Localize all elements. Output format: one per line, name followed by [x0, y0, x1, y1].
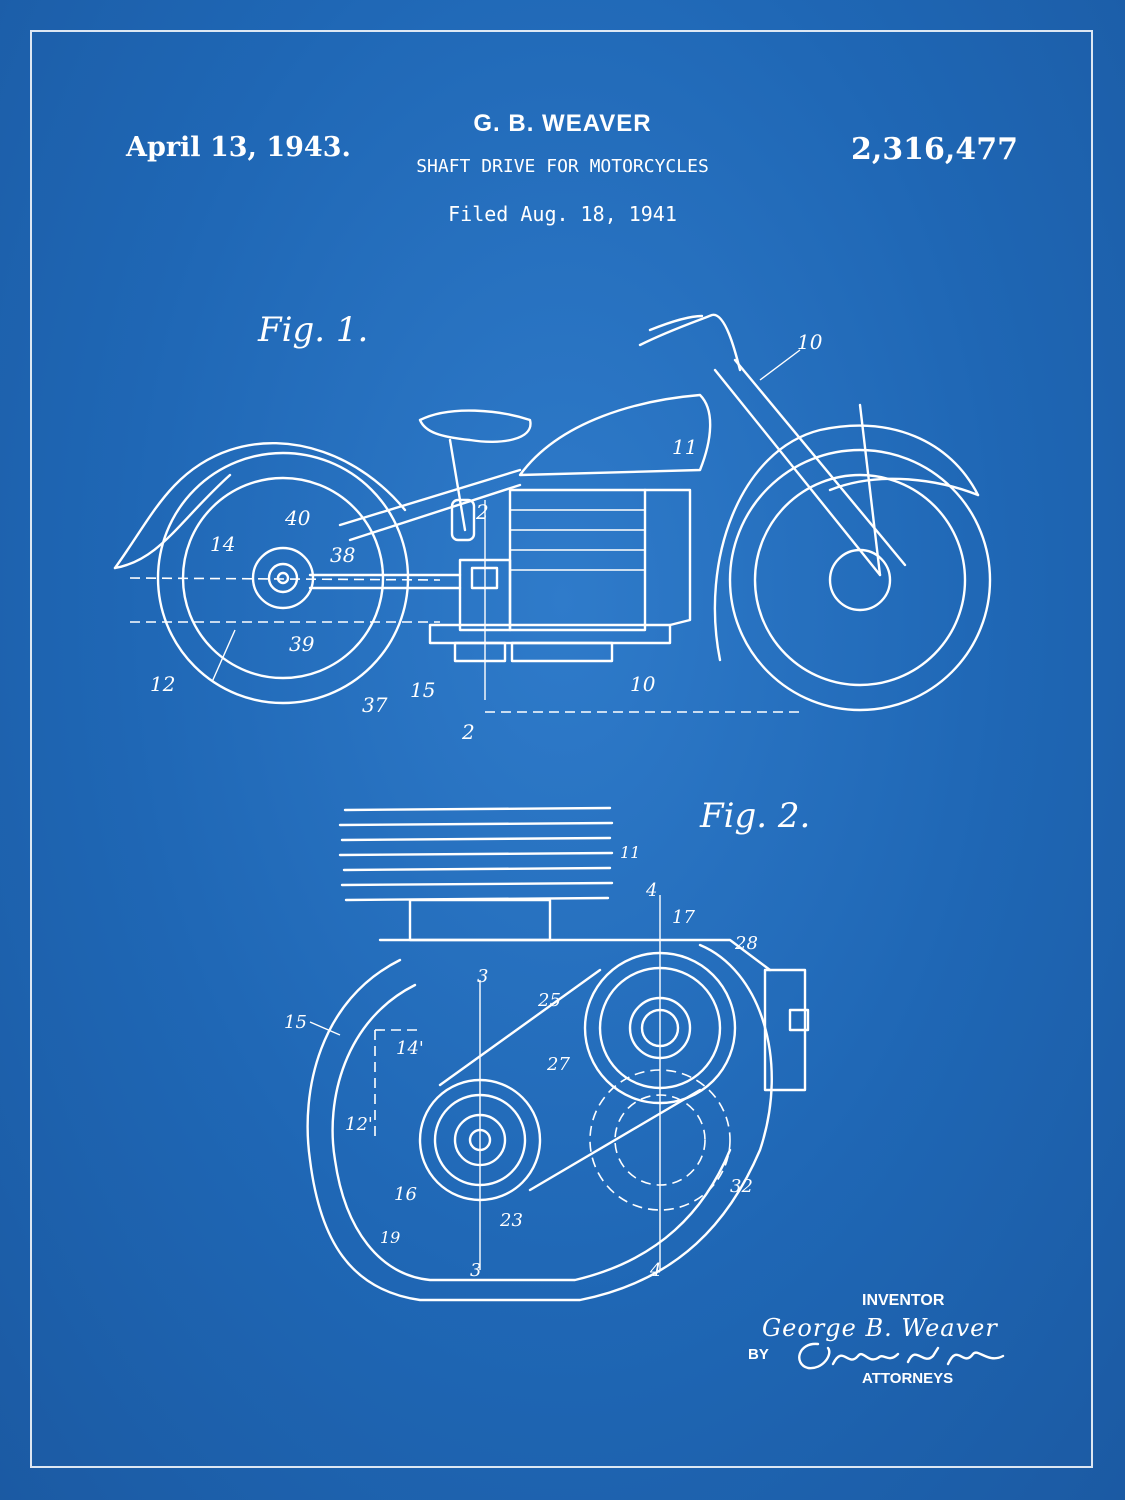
ref-label: 14' [396, 1038, 424, 1059]
patent-title: SHAFT DRIVE FOR MOTORCYCLES [416, 156, 709, 177]
chain-case-figure [306, 806, 810, 1302]
ref-label: 11 [672, 435, 698, 459]
ref-label: 2 [462, 720, 475, 744]
ref-label: 23 [500, 1210, 523, 1231]
figure-2-label: Fig. 2. [700, 796, 811, 836]
inventor-label: INVENTOR [862, 1292, 945, 1309]
attorneys-label: ATTORNEYS [862, 1370, 954, 1387]
ref-label: 4 [646, 880, 658, 901]
sheet-border [30, 30, 1093, 1468]
ref-label: 11 [620, 843, 641, 862]
ref-label: 12 [150, 672, 176, 696]
inventor-heading: G. B. WEAVER [473, 110, 652, 137]
ref-label: 32 [730, 1176, 753, 1197]
ref-label: 4 [650, 1260, 662, 1281]
figure-1-label: Fig. 1. [258, 310, 369, 350]
ref-label: 10 [630, 672, 656, 696]
ref-label: 19 [380, 1228, 401, 1247]
ref-label: 38 [330, 543, 356, 567]
ref-label: 2 [476, 500, 489, 524]
by-label: BY [748, 1346, 769, 1363]
ref-label: 28 [735, 933, 758, 954]
ref-label: 16 [394, 1184, 417, 1205]
attorney-signature [798, 1342, 1005, 1370]
ref-label: 25 [538, 990, 561, 1011]
ref-label: 15 [284, 1012, 307, 1033]
ref-label: 40 [285, 506, 311, 530]
filed-date: Filed Aug. 18, 1941 [448, 202, 677, 226]
patent-date: April 13, 1943. [126, 132, 351, 163]
ref-label: 17 [672, 907, 695, 928]
motorcycle-figure [113, 313, 992, 713]
ref-label: 3 [470, 1260, 482, 1281]
ref-label: 10 [797, 330, 823, 354]
ref-label: 12' [345, 1114, 373, 1135]
inventor-name: George B. Weaver [762, 1314, 998, 1342]
ref-label: 37 [362, 693, 388, 717]
ref-label: 14 [210, 532, 236, 556]
ref-label: 27 [547, 1054, 570, 1075]
ref-label: 3 [477, 966, 489, 987]
ref-label: 39 [289, 632, 315, 656]
ref-label: 15 [410, 678, 436, 702]
patent-number: 2,316,477 [850, 132, 1018, 167]
